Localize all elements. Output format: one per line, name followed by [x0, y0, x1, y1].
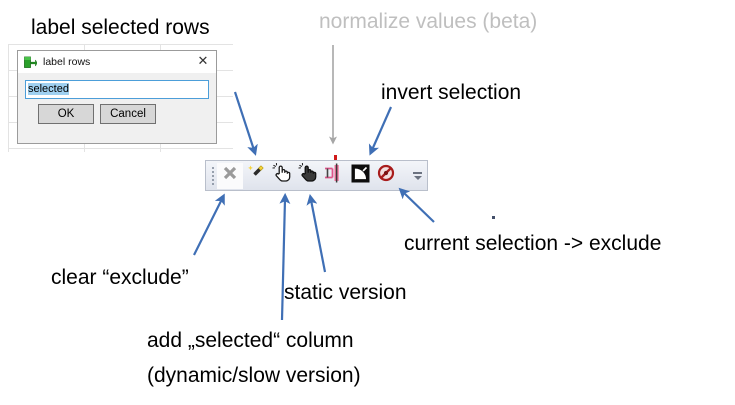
annotation-invert-selection: invert selection — [381, 81, 522, 104]
dialog-title: label rows — [43, 56, 91, 68]
annotation-normalize-values: normalize values (beta) — [319, 10, 538, 33]
arrow-label-rows — [233, 91, 258, 156]
stray-marker-dot — [492, 216, 495, 219]
selection-toolbar[interactable] — [205, 155, 428, 191]
ok-button[interactable]: OK — [38, 103, 94, 124]
new-table-row-icon — [24, 56, 38, 69]
dialog-body: OK Cancel — [18, 73, 216, 124]
gray-x-icon — [221, 164, 239, 187]
clear-exclude-button[interactable] — [217, 162, 243, 189]
exclude-circle-icon — [377, 164, 395, 187]
label-name-input[interactable] — [25, 79, 209, 99]
add-selected-column-dynamic-button[interactable] — [269, 162, 295, 189]
cancel-button[interactable]: Cancel — [100, 103, 156, 124]
invert-square-icon — [350, 163, 371, 189]
arrow-static-version — [306, 193, 327, 273]
toolbar-overflow-button[interactable] — [411, 164, 424, 188]
hand-pointer-outline-icon — [272, 162, 292, 188]
annotation-static-version: static version — [284, 281, 407, 304]
arrow-invert-selection — [368, 106, 393, 156]
normalize-bars-icon — [323, 162, 345, 189]
annotation-label-selected-rows: label selected rows — [31, 16, 210, 39]
annotation-clear-exclude: clear “exclude” — [51, 266, 189, 289]
dialog-button-row: OK Cancel — [25, 103, 209, 124]
invert-selection-button[interactable] — [347, 163, 373, 189]
arrow-selection-to-exclude — [398, 187, 435, 223]
arrow-clear-exclude — [193, 193, 225, 256]
annotation-current-selection-exclude: current selection -> exclude — [404, 232, 662, 255]
annotation-add-selected-column-line1: add „selected“ column — [147, 329, 354, 352]
label-rows-button[interactable] — [243, 163, 269, 189]
close-icon[interactable]: ✕ — [197, 53, 209, 68]
drag-grip[interactable] — [208, 165, 217, 187]
dialog-titlebar[interactable]: label rows ✕ — [18, 51, 216, 73]
annotation-add-selected-column-line2: (dynamic/slow version) — [147, 364, 361, 387]
add-selected-column-static-button[interactable] — [295, 162, 321, 189]
hand-pointer-filled-icon — [298, 162, 318, 188]
magic-wand-icon — [246, 163, 266, 188]
normalize-values-button[interactable] — [321, 163, 347, 189]
selection-to-exclude-button[interactable] — [373, 163, 399, 189]
label-rows-dialog[interactable]: label rows ✕ OK Cancel — [17, 50, 217, 144]
toolbar-position-marker — [334, 155, 337, 160]
